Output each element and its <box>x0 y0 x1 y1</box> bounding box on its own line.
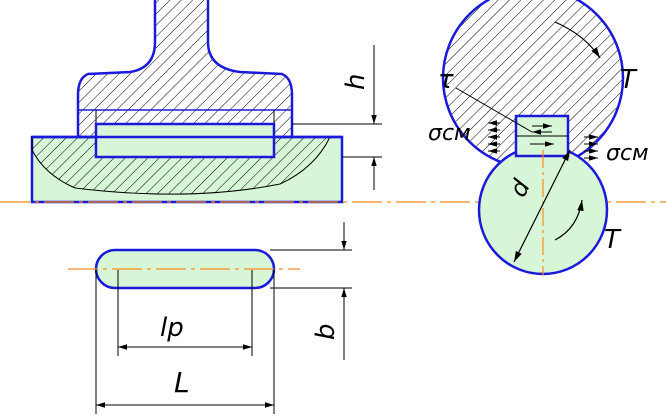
label-torque-top: T <box>620 65 638 95</box>
label-tau: τ <box>438 65 454 95</box>
wheel-hub <box>76 0 294 139</box>
key-plan-view: b lp L <box>68 222 352 414</box>
label-sigma-left: σсм <box>428 121 471 146</box>
label-b: b <box>311 323 341 340</box>
label-sigma-right: σсм <box>606 141 649 166</box>
torque-arrow-top <box>554 21 601 59</box>
label-lp: lp <box>160 313 184 343</box>
label-torque-bottom: T <box>604 225 622 255</box>
key-section <box>94 122 276 159</box>
label-h: h <box>341 74 371 90</box>
torque-arrow-bottom <box>554 199 584 241</box>
diameter-line <box>513 149 571 263</box>
stress-arrows-left <box>488 120 500 154</box>
stress-arrows-right <box>584 134 598 161</box>
label-L: L <box>174 366 190 399</box>
section-view <box>30 0 344 204</box>
cross-section-view: τ σсм σсм T T d <box>428 0 649 276</box>
dimension-h: h <box>292 45 382 190</box>
